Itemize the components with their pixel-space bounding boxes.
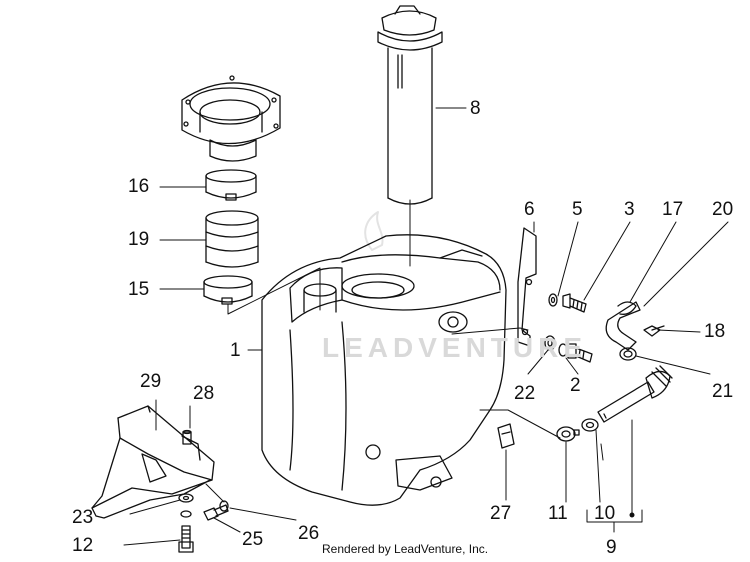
washer-part-23: [178, 493, 194, 503]
guard-part-29: [91, 405, 215, 519]
clamp-part-16: [205, 169, 257, 201]
bolt-part-25: [203, 504, 229, 521]
callout-12: 12: [72, 535, 94, 556]
callout-22: 22: [514, 383, 536, 404]
render-credit: Rendered by LeadVenture, Inc.: [322, 542, 489, 556]
callout-27: 27: [490, 503, 512, 524]
callout-1: 1: [230, 340, 241, 361]
bolt-part-2: [558, 343, 593, 363]
callout-19: 19: [128, 229, 150, 250]
clamp-part-10: [581, 418, 599, 432]
callout-3: 3: [624, 199, 635, 220]
hose-part-20: [605, 301, 641, 351]
clamp-part-21: [619, 347, 637, 361]
fuel-sender-tube-part-8: [377, 5, 443, 205]
leader-lines: [123, 107, 729, 546]
bolt-part-3: [562, 293, 587, 313]
callout-5: 5: [572, 199, 583, 220]
fuel-tank-part-1: [261, 234, 507, 506]
watermark-text: LEADVENTURE: [322, 332, 588, 363]
hose-part-19: [205, 210, 259, 268]
stud-part-28: [182, 429, 192, 445]
callout-8: 8: [470, 98, 481, 119]
callout-18: 18: [704, 321, 726, 342]
callout-28: 28: [193, 383, 215, 404]
bolt-part-12: [178, 525, 194, 553]
callout-2: 2: [570, 375, 581, 396]
washer-part-22: [544, 335, 556, 351]
callout-21: 21: [712, 381, 734, 402]
callout-9: 9: [606, 537, 617, 558]
washer-part-5: [548, 293, 558, 307]
clip-part-27: [497, 423, 515, 449]
callout-17: 17: [662, 199, 684, 220]
callout-10-upper: 10: [594, 503, 616, 524]
clamp-part-11: [556, 426, 580, 442]
callout-25: 25: [242, 529, 264, 550]
nut-part-12-washer: [180, 510, 192, 518]
clamp-part-17: [617, 301, 637, 315]
callout-29: 29: [140, 371, 162, 392]
screw-part-18: [643, 325, 665, 337]
callout-20: 20: [712, 199, 734, 220]
reference-dot: [629, 512, 635, 518]
fuel-valve-part-9: [597, 365, 673, 423]
clamp-part-15: [203, 275, 253, 305]
callout-26: 26: [298, 523, 320, 544]
callout-11: 11: [548, 503, 568, 524]
washer-part-26: [219, 500, 229, 512]
filler-flange: [181, 75, 281, 162]
callout-15: 15: [128, 279, 150, 300]
callout-16: 16: [128, 176, 150, 197]
callout-23: 23: [72, 507, 94, 528]
callout-6: 6: [524, 199, 535, 220]
